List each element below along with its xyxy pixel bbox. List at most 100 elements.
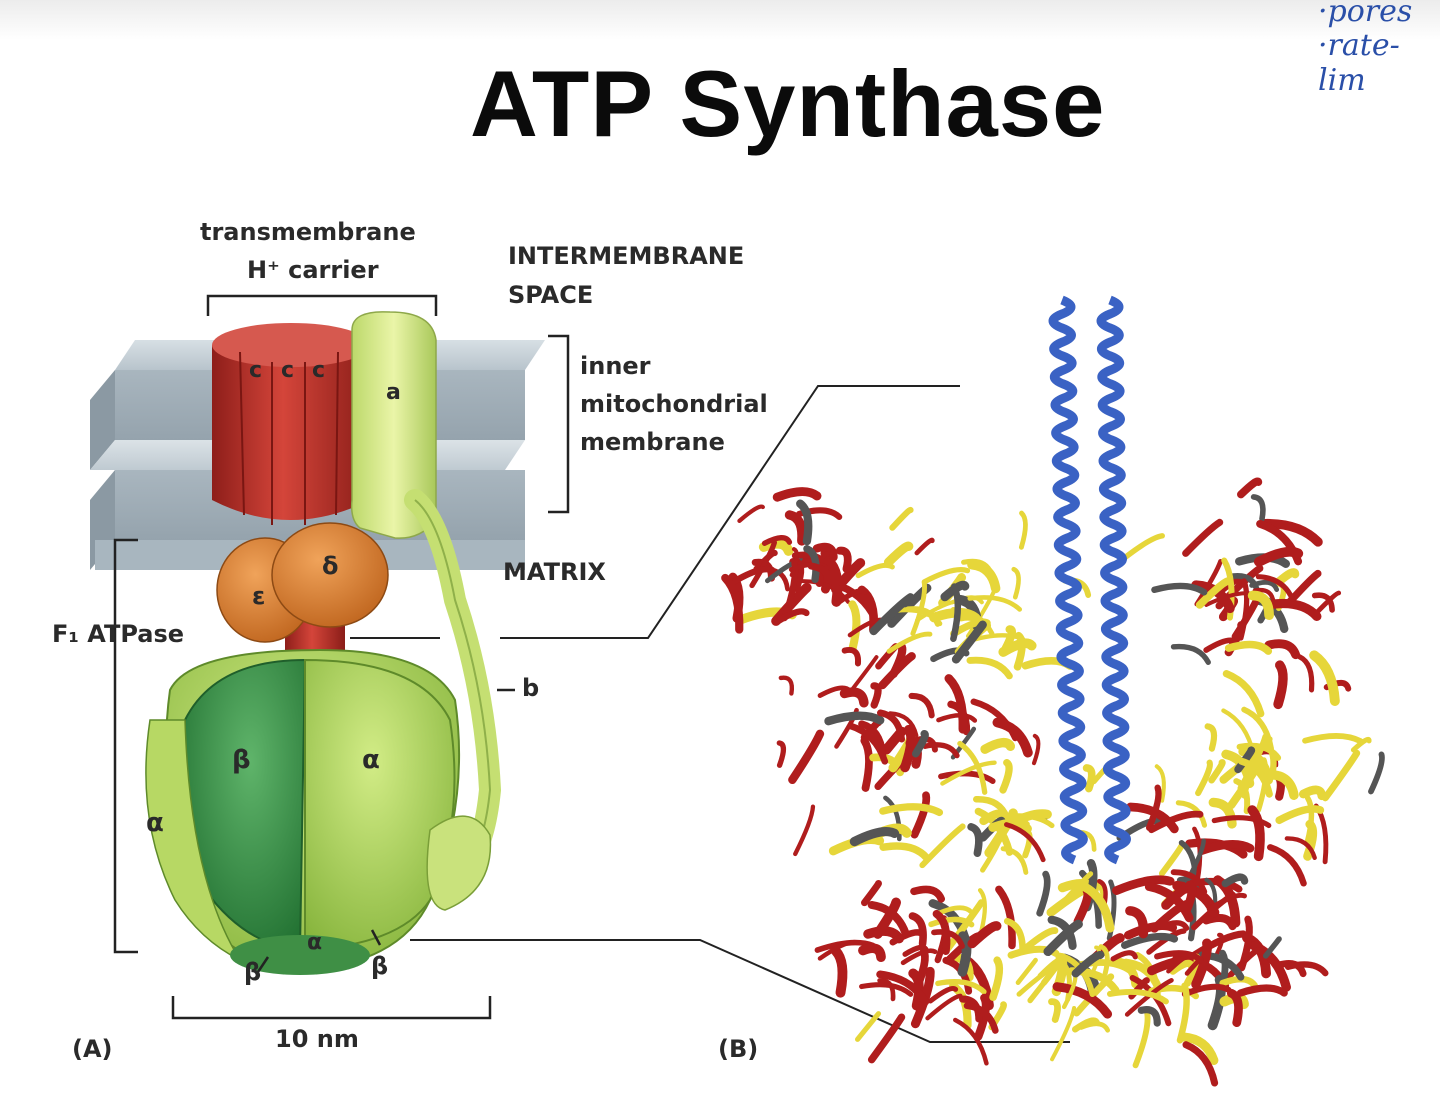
ribbon-segment [1112,875,1175,895]
brackets [113,294,570,1020]
ribbon-segment [1170,643,1211,665]
ribbon-segment [1071,1017,1101,1033]
ribbon-segment [883,541,914,567]
ribbon-segment [910,885,946,903]
ribbon-segment [911,730,929,758]
ribbon-segment [1048,998,1061,1023]
ribbon-segment [800,579,851,604]
ribbon-segment [928,916,975,928]
ribbon-segment [1350,736,1372,753]
ribbon-segment [1175,800,1208,828]
ribbon-segment [957,740,988,795]
central-helix [1096,295,1131,865]
ribbon-segment [1259,518,1323,547]
ribbon-segment [1253,546,1304,567]
ribbon-segment [1043,919,1083,957]
ribbon-segment [1267,844,1307,887]
ribbon-segment [817,939,859,961]
ribbon-segment [1241,706,1274,752]
ribbon-segment [1052,982,1113,1019]
f1-head [145,648,492,975]
ribbon-segment [1284,961,1329,977]
ribbon-segment [1154,950,1204,964]
ribbon-segment [1265,770,1299,800]
ribbon-segment [1169,959,1195,975]
ribbon-segment [944,674,968,734]
ribbon-segment [1208,797,1237,829]
ribbon-segment [847,722,889,765]
carrier-bracket [206,294,438,316]
ribbon-segment [1021,927,1059,953]
ribbon-segment [1148,810,1204,834]
ribbon-segment [967,823,983,857]
ribbon-segment [1011,566,1021,600]
ribbon-segment [1004,822,1046,863]
carrier-label-line1: transmembrane [200,218,416,246]
intermembrane-label-line1: INTERMEMBRANE [508,242,745,270]
ribbon-segment [1321,749,1361,802]
ribbon-segment [1182,1041,1219,1087]
ribbon-segment [1237,477,1263,499]
ribbon-segment [836,588,868,605]
ribbon-segment [1191,938,1212,990]
ribbon-segment [867,900,910,937]
ribbon-segment [1137,1006,1161,1027]
ribbon-segment [1015,957,1038,985]
ribbon-segment [1018,510,1028,550]
ribbon-segment [940,580,970,602]
ribbon-segment [1082,764,1096,793]
ribbon-segment [824,711,885,726]
ribbon-segment [812,542,838,562]
ribbon-segment [979,809,1007,826]
ribbon-segment [1161,884,1191,910]
panel-b-ribbon-structure [721,295,1385,1087]
beta-bottom-left-label: β [244,958,262,986]
ribbon-segment [888,711,919,738]
ribbon-segment [1037,957,1063,978]
ribbon-segment [889,929,927,946]
ribbon-segment [796,499,813,546]
ribbon-segment [1309,650,1340,707]
ribbon-segment [721,573,744,634]
ribbon-segment [1247,805,1265,862]
ribbon-segment [1202,914,1237,931]
ribbon-segment [912,947,929,994]
ribbon-segment [1050,1006,1077,1062]
scale-label: 10 nm [275,1025,359,1053]
ribbon-segment [817,685,853,698]
subunit-c-label-1: c [249,358,263,383]
ribbon-segment [1132,1010,1151,1069]
ribbon-segment [1236,984,1288,997]
ribbon-segment [1236,742,1282,761]
ribbon-segment [953,1017,989,1066]
ribbon-segment [776,740,787,768]
ribbon-segment [886,631,933,654]
ribbon-segment [1224,640,1273,655]
ribbon-segment [1313,803,1329,865]
f1-bracket [113,538,138,954]
ribbon-segment [869,593,915,636]
ribbon-segment [1208,759,1226,784]
ribbon-segment [1263,936,1282,959]
ribbon-segment [855,1011,882,1042]
membrane-bracket [548,334,570,514]
ribbon-segment [989,956,1004,1001]
ribbon-segment [1234,746,1256,774]
ribbon-segment [938,770,996,784]
ribbon-segment [1298,785,1327,801]
ribbon-segment [867,1013,906,1064]
ribbon-segment [1303,819,1318,861]
ribbon-segment [860,736,873,792]
ribbon-segment [1250,494,1266,522]
connector-lines [350,385,1070,1043]
scale-bracket [171,996,492,1020]
ribbon-segment [914,537,935,556]
ribbon-segment [967,595,1023,612]
ribbon-segment [830,946,848,998]
ribbon-segment [1311,592,1335,613]
ribbon-segment [869,753,904,777]
ribbon-segment [1158,843,1185,877]
ribbon-segment [1031,733,1041,766]
ribbon-segment [1151,582,1208,596]
